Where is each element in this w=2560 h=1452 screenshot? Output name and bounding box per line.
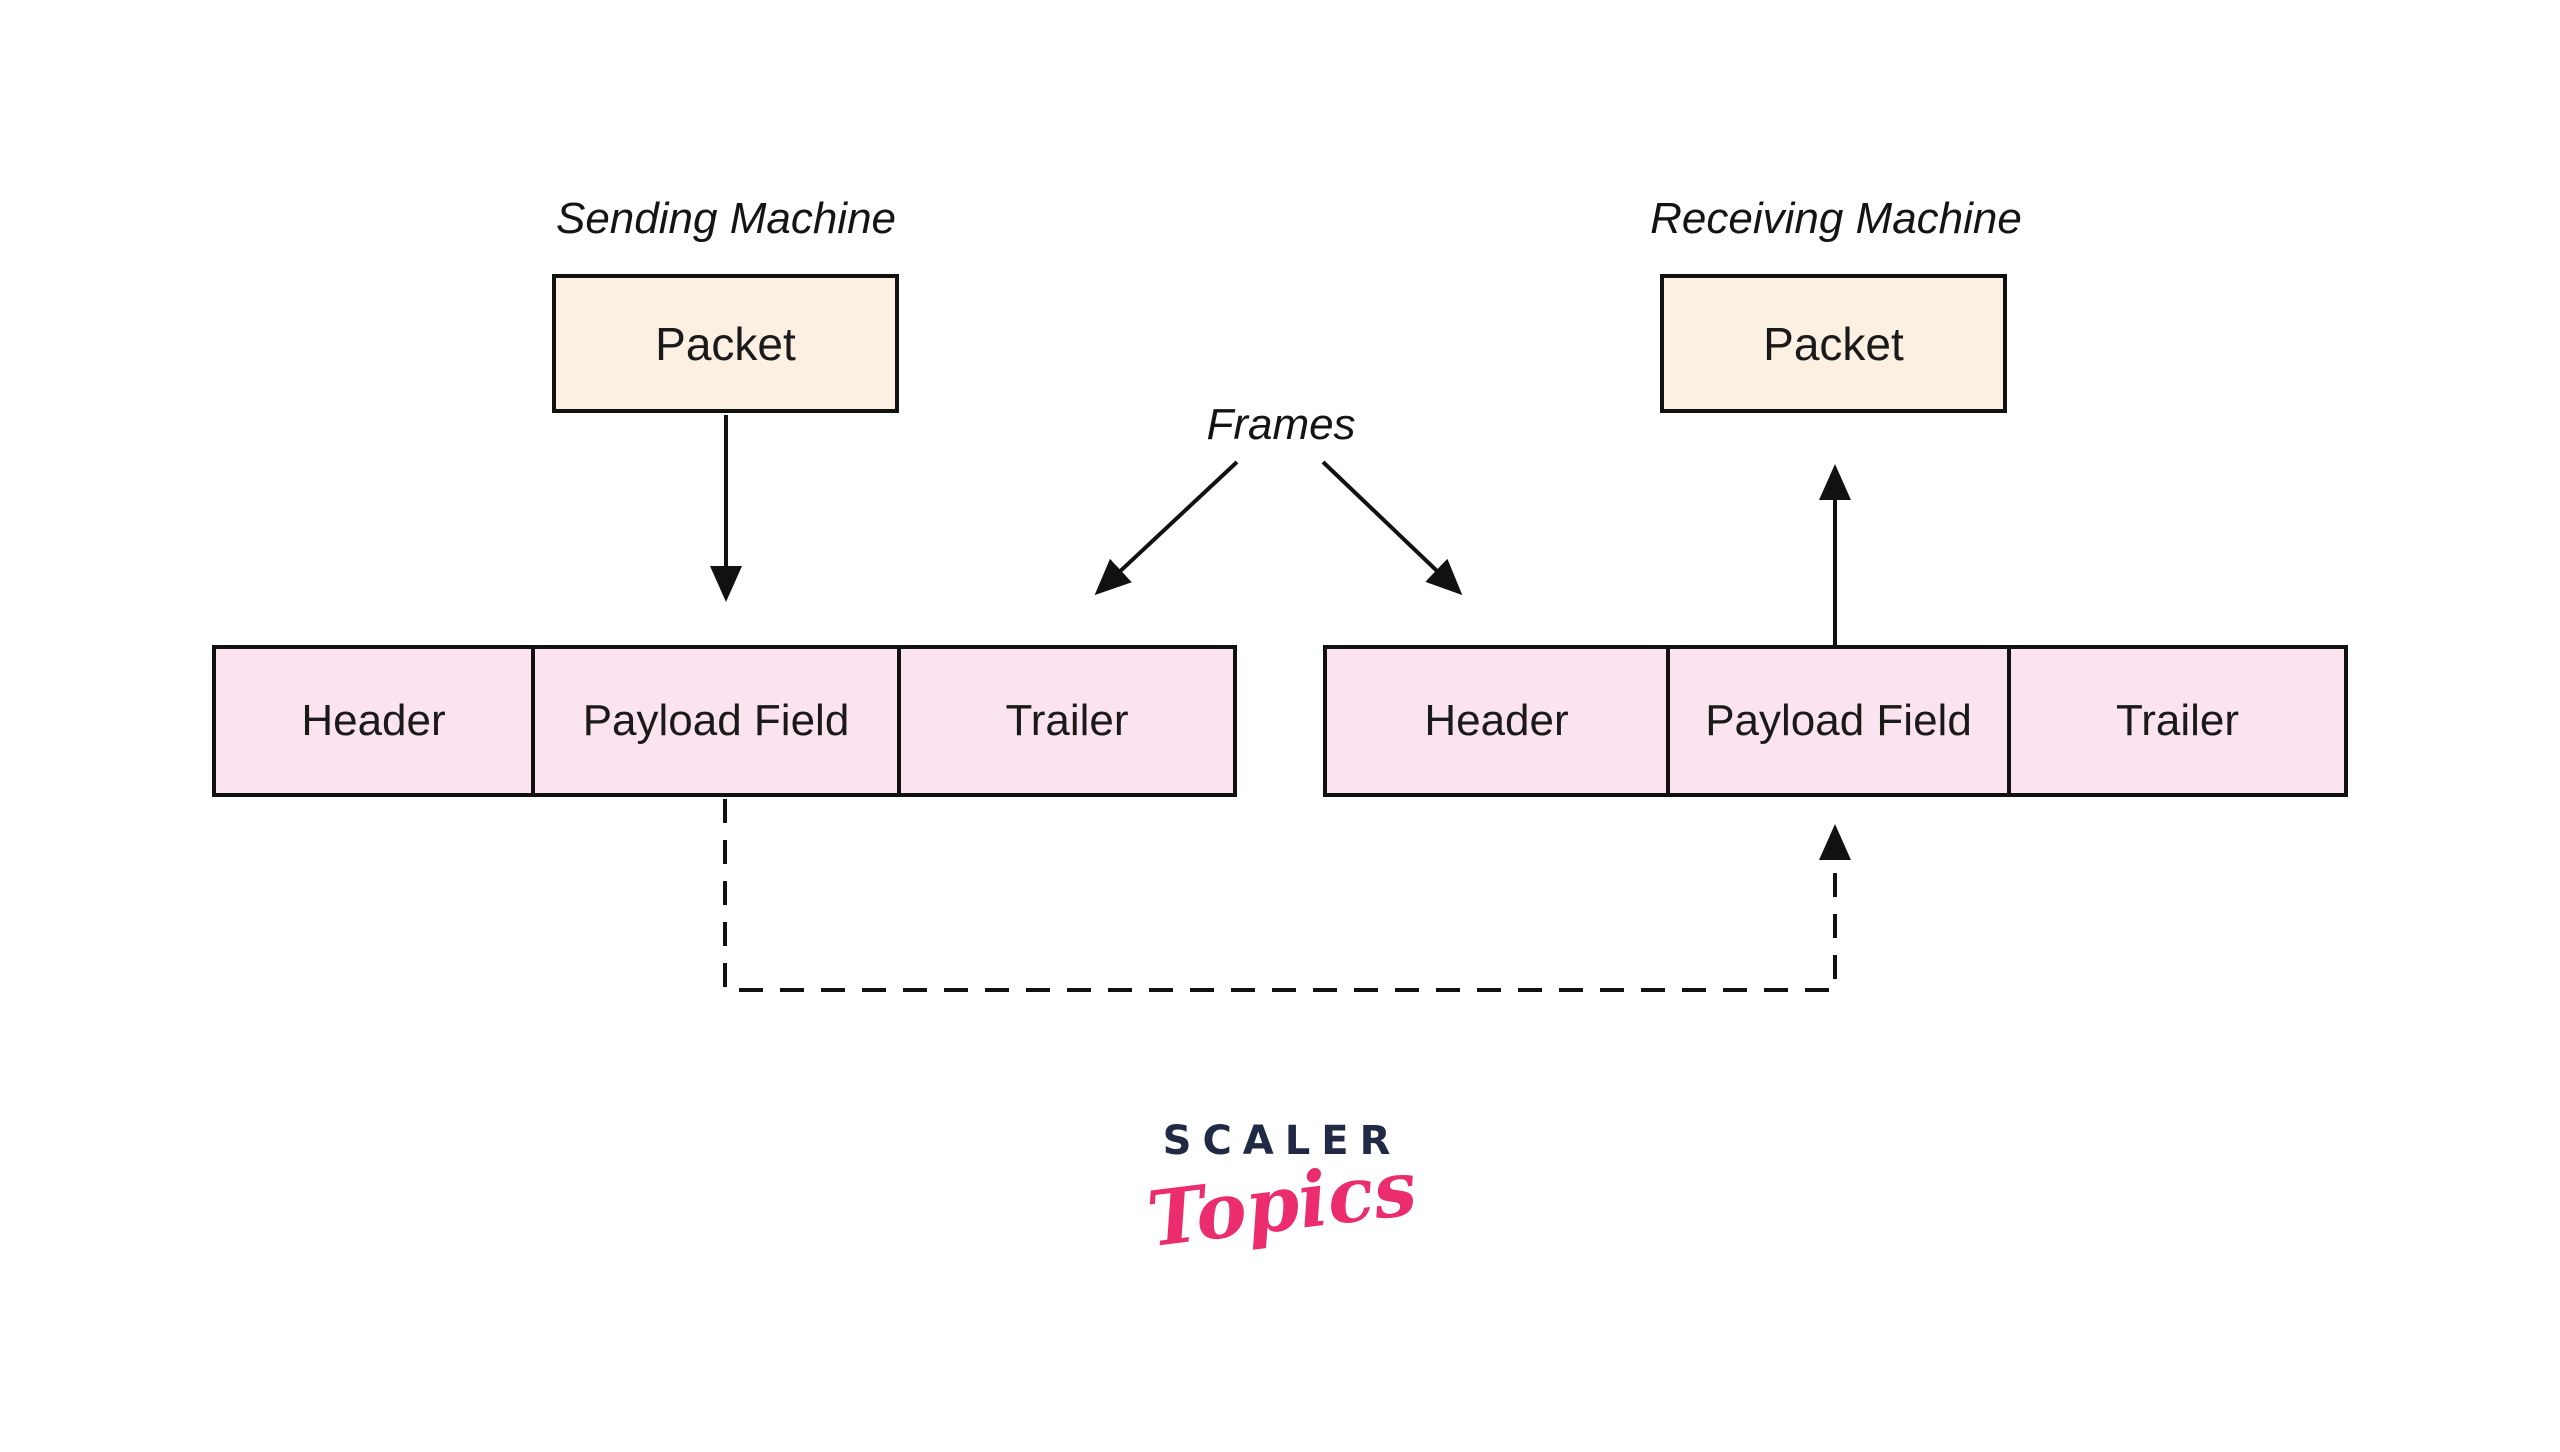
- frames-right-arrow-icon: [1321, 460, 1463, 596]
- payload-transfer-dashed-arrow-icon: [723, 799, 1851, 992]
- receiving-packet-box: Packet: [1660, 274, 2007, 413]
- scaler-topics-logo: SCALER Topics: [1143, 1118, 1421, 1264]
- sending-packet-label: Packet: [655, 317, 796, 370]
- receiving-machine-label: Receiving Machine: [1650, 194, 2022, 243]
- logo-primary-text: SCALER: [1162, 1118, 1402, 1164]
- logo-secondary-text: Topics: [1142, 1142, 1422, 1265]
- receiving-frame: Header Payload Field Trailer: [1323, 645, 2348, 797]
- frames-label: Frames: [1206, 400, 1356, 449]
- sending-frame-header-cell: Header: [301, 696, 446, 745]
- receiving-frame-header-cell: Header: [1424, 696, 1569, 745]
- sending-machine-label: Sending Machine: [555, 194, 897, 243]
- sending-frame: Header Payload Field Trailer: [212, 645, 1237, 797]
- receiving-frame-trailer-cell: Trailer: [2007, 649, 2344, 793]
- receiving-packet-label: Packet: [1763, 317, 1904, 370]
- receiving-frame-payload-cell: Payload Field: [1666, 649, 2007, 793]
- sending-frame-payload-cell: Payload Field: [531, 649, 897, 793]
- frames-left-arrow-icon: [1094, 460, 1239, 596]
- sending-frame-trailer-cell: Trailer: [897, 649, 1233, 793]
- sending-packet-box: Packet: [552, 274, 899, 413]
